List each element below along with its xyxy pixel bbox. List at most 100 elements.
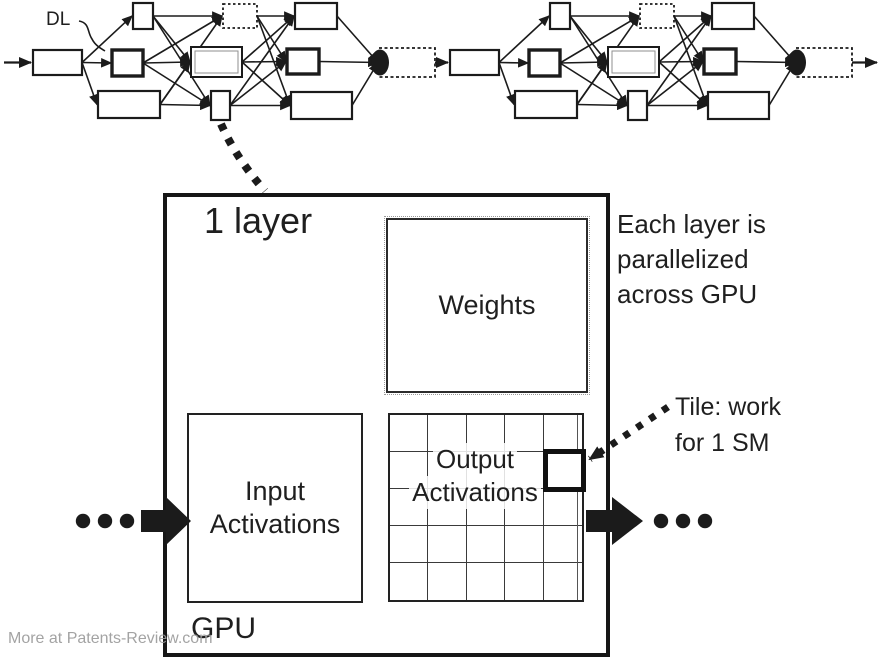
grid-cell bbox=[466, 489, 506, 526]
gpu-label: GPU bbox=[191, 612, 257, 645]
parallel-note-line3: across GPU bbox=[617, 279, 758, 309]
network-edge bbox=[673, 15, 709, 107]
convergence-blob bbox=[788, 49, 806, 76]
tile-highlight bbox=[543, 449, 587, 493]
convergence-blob bbox=[371, 49, 389, 76]
network-edge bbox=[142, 15, 224, 64]
network-node-c3 bbox=[706, 90, 771, 121]
network-edge bbox=[142, 62, 212, 107]
grid-cell bbox=[390, 563, 429, 600]
grid-cell bbox=[390, 489, 429, 526]
network-edge bbox=[81, 58, 113, 68]
layer-title: 1 layer bbox=[204, 200, 313, 241]
weights-box: Weights bbox=[384, 216, 590, 395]
parallel-note-line1: Each layer is bbox=[617, 209, 766, 239]
network-node-b3 bbox=[209, 89, 232, 122]
grid-cell bbox=[466, 452, 506, 489]
network-node-a3 bbox=[96, 89, 162, 120]
network-node-b2 bbox=[607, 46, 660, 78]
grid-cell bbox=[428, 489, 467, 526]
network-edge bbox=[559, 62, 629, 107]
network-edge bbox=[81, 62, 99, 106]
network-node-c2 bbox=[702, 47, 738, 76]
grid-cell bbox=[428, 526, 467, 563]
network-node-b3 bbox=[626, 89, 649, 122]
network-edge bbox=[498, 58, 530, 68]
network-edge bbox=[646, 60, 705, 107]
grid-cell bbox=[505, 563, 544, 600]
parallel-note: Each layer is parallelized across GPU bbox=[617, 207, 766, 312]
network-edge bbox=[673, 15, 704, 63]
output-activations-grid: Output Activations bbox=[388, 413, 587, 602]
grid-cell bbox=[466, 415, 506, 452]
network-edge bbox=[646, 14, 712, 106]
tile-note: Tile: work for 1 SM bbox=[675, 389, 781, 461]
grid-cell bbox=[505, 452, 544, 489]
network-edge bbox=[498, 62, 516, 106]
input-label-line1: Input bbox=[244, 476, 306, 506]
network-node-c3 bbox=[289, 90, 354, 121]
grid-cell bbox=[466, 526, 506, 563]
grid-cell bbox=[505, 489, 544, 526]
network-edge bbox=[576, 100, 629, 111]
grid-cell bbox=[428, 415, 467, 452]
network-node-c1 bbox=[710, 1, 756, 31]
input-label-line2: Activations bbox=[209, 509, 341, 539]
network-node-a2 bbox=[527, 48, 562, 78]
network-edge bbox=[159, 100, 212, 111]
network-node-a1 bbox=[131, 1, 155, 31]
network-node-b1 bbox=[222, 3, 258, 29]
network-edge bbox=[159, 60, 191, 105]
network-edge bbox=[498, 15, 550, 64]
dl-pointer-squiggle bbox=[78, 20, 106, 52]
grid-cell bbox=[428, 452, 467, 489]
network-node-in bbox=[448, 48, 501, 77]
network-edge bbox=[559, 15, 641, 64]
dl-network-1 bbox=[4, 1, 449, 122]
grid-right-strip bbox=[577, 415, 578, 600]
network-node-b2 bbox=[190, 46, 243, 78]
tile-note-line1: Tile: work bbox=[675, 393, 782, 421]
grid-cell bbox=[543, 526, 582, 563]
output-grid-cells bbox=[390, 415, 582, 600]
network-edge bbox=[658, 61, 708, 107]
network-edge bbox=[569, 15, 608, 63]
network-node-c2 bbox=[285, 47, 321, 76]
network-node-a3 bbox=[513, 89, 579, 120]
grid-cell bbox=[505, 415, 544, 452]
network-node-c1 bbox=[293, 1, 339, 31]
network-edge bbox=[241, 61, 291, 107]
network-edge bbox=[256, 15, 292, 107]
dl-label: DL bbox=[46, 9, 71, 30]
parallel-note-line2: parallelized bbox=[617, 244, 749, 274]
network-node-inner bbox=[194, 50, 239, 74]
network-node-a1 bbox=[548, 1, 572, 31]
network-edge bbox=[256, 15, 287, 63]
network-node-inner bbox=[611, 50, 656, 74]
network-edge bbox=[142, 57, 192, 68]
grid-cell bbox=[390, 452, 429, 489]
watermark-text: More at Patents-Review.com bbox=[8, 630, 213, 647]
grid-cell bbox=[390, 415, 429, 452]
network-node-a2 bbox=[110, 48, 145, 78]
network-edge bbox=[658, 56, 705, 67]
weights-label: Weights bbox=[438, 290, 536, 320]
network-edge bbox=[152, 15, 191, 63]
grid-cell bbox=[505, 526, 544, 563]
network-node-in bbox=[31, 48, 84, 77]
grid-cell bbox=[543, 489, 582, 526]
network-edge bbox=[559, 57, 609, 68]
grid-cell bbox=[390, 526, 429, 563]
network-edge bbox=[229, 60, 288, 107]
network-edge bbox=[241, 56, 288, 67]
input-activations-box: Input Activations bbox=[187, 413, 363, 603]
network-edge bbox=[81, 15, 133, 64]
dl-network-2 bbox=[448, 1, 878, 122]
network-edge bbox=[229, 14, 295, 106]
network-edge bbox=[576, 60, 608, 105]
network-edge bbox=[735, 57, 797, 68]
tile-note-line2: for 1 SM bbox=[675, 429, 770, 457]
network-edge bbox=[336, 15, 379, 64]
network-node-b1 bbox=[639, 3, 675, 29]
